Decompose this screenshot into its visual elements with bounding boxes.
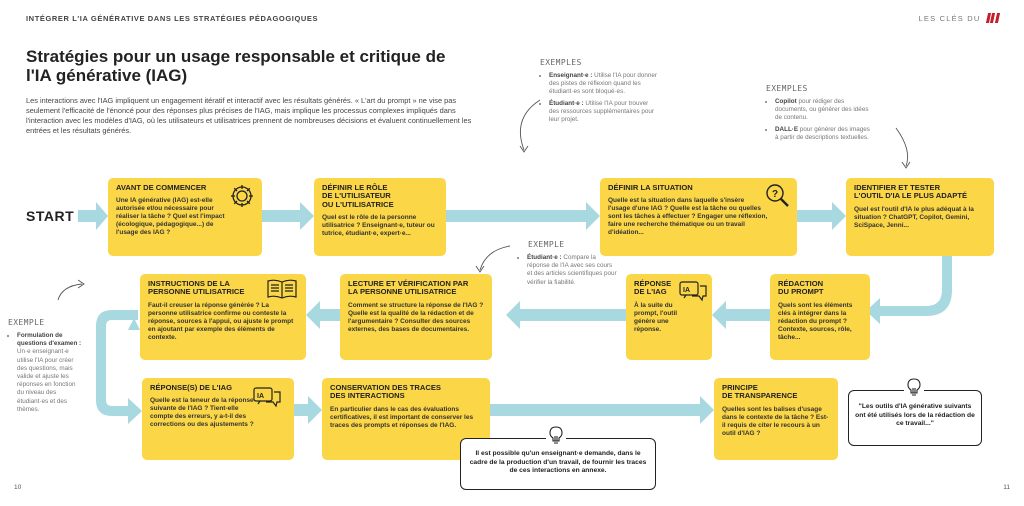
step-body: Quelles sont les balises d'usage dans le… xyxy=(722,405,829,437)
example-label: EXEMPLES xyxy=(540,58,582,67)
step-card-reponses-iag: RÉPONSE(S) DE L'IAG Quelle est la teneur… xyxy=(142,378,294,460)
example-label: EXEMPLE xyxy=(528,240,565,249)
example-label: EXEMPLES xyxy=(766,84,808,93)
lightbulb-icon xyxy=(904,376,924,398)
step-body: Quel est le rôle de la personne utilisat… xyxy=(322,214,435,238)
svg-text:IA: IA xyxy=(257,393,264,400)
step-title: RÉDACTION DU PROMPT xyxy=(778,279,824,297)
step-card-definir-role: DÉFINIR LE RÔLE DE L'UTILISATEUR OU L'UT… xyxy=(314,178,446,256)
step-card-redaction-prompt: RÉDACTION DU PROMPT Quels sont les éléme… xyxy=(770,274,870,360)
step-card-principe-transparence: PRINCIPE DE TRANSPARENCE Quelles sont le… xyxy=(714,378,838,460)
svg-text:IA: IA xyxy=(683,287,690,294)
example-box-1: EXEMPLES Enseignant·e : Utilise l'IA pou… xyxy=(540,58,658,127)
open-book-icon xyxy=(267,279,297,299)
step-title: LECTURE ET VÉRIFICATION PAR LA PERSONNE … xyxy=(348,279,469,297)
callout-traces: Il est possible qu'un enseignant·e deman… xyxy=(460,438,656,490)
example-item: Étudiant·e : Compare la réponse de l'IA … xyxy=(527,254,618,287)
gear-icon xyxy=(231,185,253,207)
step-card-instructions: INSTRUCTIONS DE LA PERSONNE UTILISATRICE… xyxy=(140,274,306,360)
page-number-left: 10 xyxy=(14,484,22,491)
page-number-right: 11 xyxy=(1003,484,1010,491)
step-body: À la suite du prompt, l'outil génère une… xyxy=(634,301,678,333)
step-body: Quelle est la teneur de la réponse suiva… xyxy=(150,397,254,429)
example-item: Formulation de questions d'examen : Un·e… xyxy=(17,332,84,414)
step-card-reponse-iag: RÉPONSE DE L'IAG À la suite du prompt, l… xyxy=(626,274,712,360)
step-body: Quels sont les éléments clés à intégrer … xyxy=(778,301,853,341)
step-body: Quelle est la situation dans laquelle s'… xyxy=(608,197,768,237)
step-body: En particulier dans le cas des évaluatio… xyxy=(330,405,474,429)
example-box-3: EXEMPLE Étudiant·e : Compare la réponse … xyxy=(518,240,618,290)
step-card-avant-de-commencer: AVANT DE COMMENCER Une IA générative (IA… xyxy=(108,178,262,256)
step-card-definir-situation: DÉFINIR LA SITUATION Quelle est la situa… xyxy=(600,178,797,256)
page-title: Stratégies pour un usage responsable et … xyxy=(26,47,446,85)
running-header: INTÉGRER L'IA GÉNÉRATIVE DANS LES STRATÉ… xyxy=(26,14,319,23)
step-title: IDENTIFIER ET TESTER L'OUTIL D'IA LE PLU… xyxy=(854,183,968,201)
step-title: AVANT DE COMMENCER xyxy=(116,183,207,192)
example-box-4: EXEMPLE Formulation de questions d'exame… xyxy=(8,318,84,417)
magnifier-question-icon: ? xyxy=(766,184,789,207)
step-body: Une IA générative (IAG) est-elle autoris… xyxy=(116,197,225,237)
step-title: RÉPONSE DE L'IAG xyxy=(634,279,672,297)
step-title: PRINCIPE DE TRANSPARENCE xyxy=(722,383,798,401)
intro-paragraph: Les interactions avec l'IAG impliquent u… xyxy=(26,96,472,135)
ia-chat-icon: IA xyxy=(253,387,281,408)
step-card-identifier-outil: IDENTIFIER ET TESTER L'OUTIL D'IA LE PLU… xyxy=(846,178,994,256)
brand-logo-icon xyxy=(985,13,1000,23)
example-item: Copilot pour rédiger des documents, ou g… xyxy=(775,98,874,123)
brand-header: LES CLÉS DU xyxy=(918,13,1000,23)
ia-chat-icon: IA xyxy=(679,281,707,302)
step-title: DÉFINIR LA SITUATION xyxy=(608,183,693,192)
step-body: Faut-il creuser la réponse générée ? La … xyxy=(148,301,294,341)
brand-label: LES CLÉS DU xyxy=(918,13,981,23)
step-title: RÉPONSE(S) DE L'IAG xyxy=(150,383,232,392)
callout-citation: "Les outils d'IA générative suivants ont… xyxy=(848,390,982,446)
step-body: Comment se structure la réponse de l'IAG… xyxy=(348,301,484,333)
start-label: START xyxy=(26,208,75,224)
example-box-2: EXEMPLES Copilot pour rédiger des docume… xyxy=(766,84,874,145)
step-title: DÉFINIR LE RÔLE DE L'UTILISATEUR OU L'UT… xyxy=(322,183,394,209)
step-card-lecture-verification: LECTURE ET VÉRIFICATION PAR LA PERSONNE … xyxy=(340,274,492,360)
lightbulb-icon xyxy=(546,424,566,446)
example-label: EXEMPLE xyxy=(8,318,45,327)
example-item: DALL·E pour générer des images à partir … xyxy=(775,126,874,142)
step-body: Quel est l'outil d'IA le plus adéquat à … xyxy=(854,205,974,229)
step-title: CONSERVATION DES TRACES DES INTERACTIONS xyxy=(330,383,441,401)
example-item: Enseignant·e : Utilise l'IA pour donner … xyxy=(549,72,658,97)
example-item: Étudiant·e : Utilise l'IA pour trouver d… xyxy=(549,100,658,125)
step-title: INSTRUCTIONS DE LA PERSONNE UTILISATRICE xyxy=(148,279,245,297)
svg-text:?: ? xyxy=(772,189,778,200)
